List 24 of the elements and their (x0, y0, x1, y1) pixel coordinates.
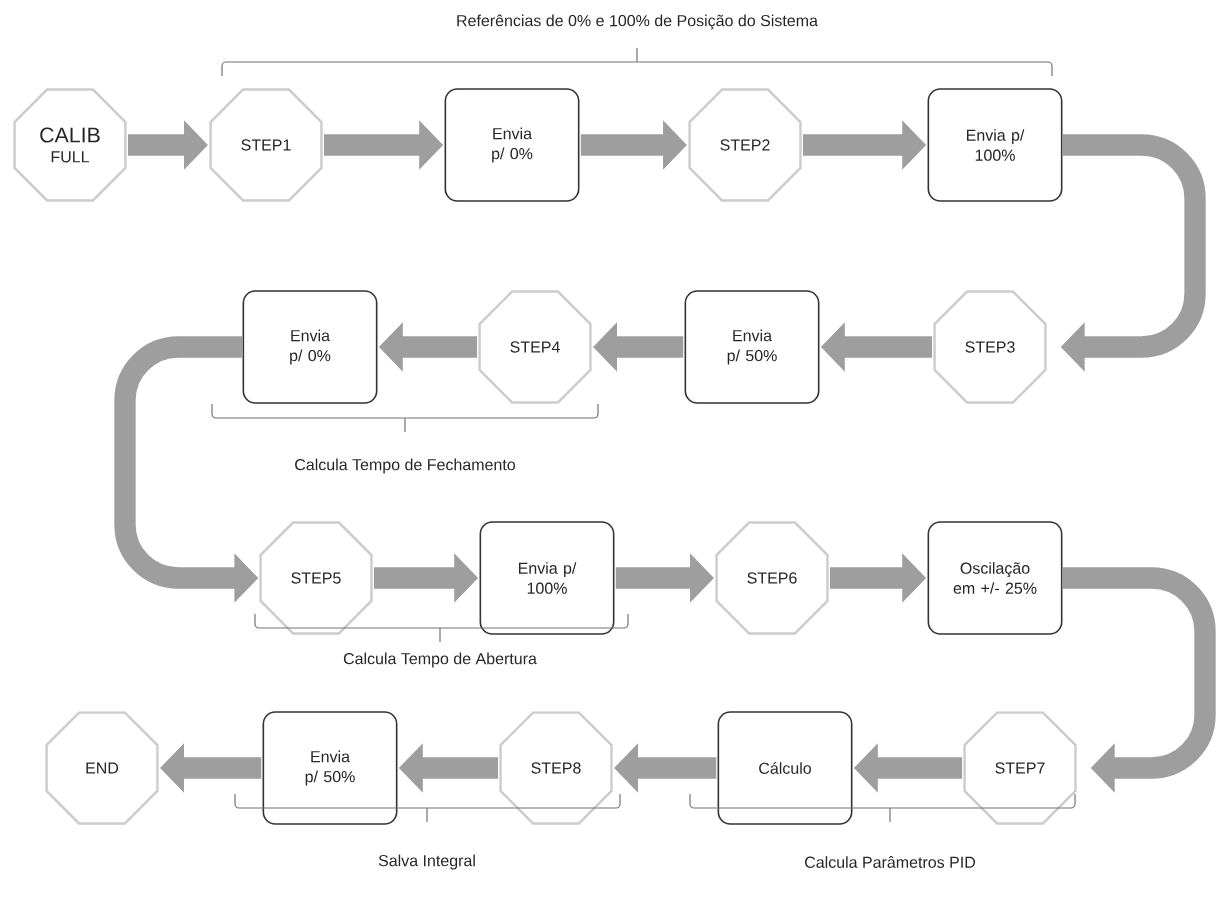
process-box: Envia p/ 100% (479, 521, 615, 635)
process-box: Envia p/ 50% (684, 290, 820, 404)
u-arrow (1062, 567, 1216, 793)
process-box: Envia p/ 0% (242, 290, 378, 404)
octagon-step: STEP5 (259, 521, 373, 635)
process-box: Envia p/ 0% (444, 88, 580, 202)
octagon-step: STEP6 (715, 521, 829, 635)
process-box: Oscilação em +/- 25% (927, 521, 1063, 635)
octagon-step: CALIB FULL (13, 88, 127, 202)
octagon-step: STEP1 (209, 88, 323, 202)
bracket-label: Salva Integral (378, 854, 475, 870)
octagon-step: STEP3 (933, 290, 1047, 404)
process-box: Envia p/ 50% (262, 711, 398, 825)
process-box: Envia p/ 100% (927, 88, 1063, 202)
octagon-step: STEP8 (499, 711, 613, 825)
octagon-step: STEP7 (963, 711, 1077, 825)
bracket-label: Calcula Tempo de Fechamento (295, 458, 515, 474)
process-box: Cálculo (717, 711, 853, 825)
bracket-label: Calcula Tempo de Abertura (343, 652, 537, 668)
octagon-step: STEP2 (688, 88, 802, 202)
octagon-step: END (45, 711, 159, 825)
bracket-label: Referências de 0% e 100% de Posição do Sistema (457, 14, 818, 30)
octagon-step: STEP4 (478, 290, 592, 404)
bracket-label: Calcula Parâmetros PID (805, 856, 976, 868)
